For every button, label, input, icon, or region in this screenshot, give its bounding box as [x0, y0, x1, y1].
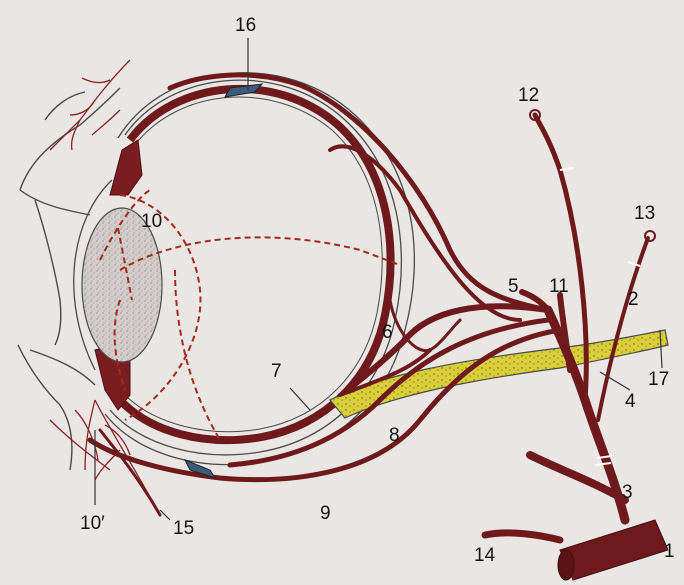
- label-6: 6: [382, 323, 393, 342]
- label-11: 11: [549, 277, 569, 296]
- label-10-prime: 10′: [80, 514, 105, 533]
- vessel-end-13: [645, 231, 655, 241]
- label-13: 13: [634, 204, 655, 223]
- label-17: 17: [648, 370, 669, 389]
- label-7: 7: [271, 362, 282, 381]
- label-2: 2: [628, 290, 639, 309]
- label-4: 4: [625, 392, 636, 411]
- label-8: 8: [389, 426, 400, 445]
- label-3: 3: [622, 483, 633, 502]
- label-16: 16: [235, 16, 256, 35]
- label-14: 14: [474, 546, 495, 565]
- label-12: 12: [518, 86, 539, 105]
- vessel-trunks: [90, 75, 648, 520]
- vessel-16-branch: [225, 38, 262, 97]
- label-9: 9: [320, 504, 331, 523]
- ciliary-body-upper: [110, 140, 142, 195]
- label-1: 1: [664, 542, 675, 561]
- maxillary-artery: [485, 520, 668, 580]
- label-15: 15: [173, 519, 194, 538]
- label-5: 5: [508, 277, 519, 296]
- label-10: 10: [141, 212, 162, 231]
